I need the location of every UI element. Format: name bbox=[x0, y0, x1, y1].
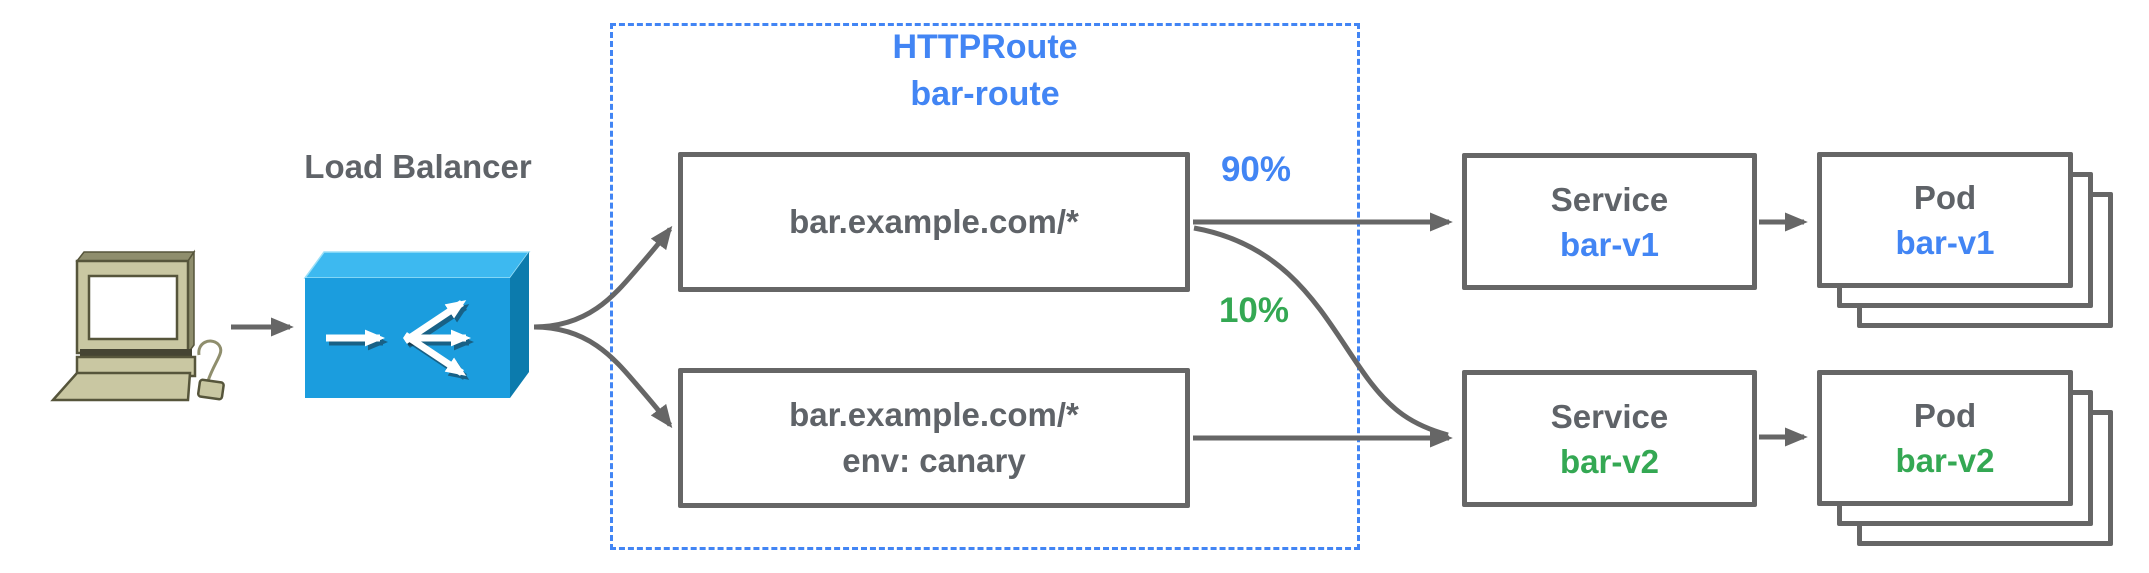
pod-kind-label: Pod bbox=[1913, 397, 1977, 434]
load-balancer-icon bbox=[303, 251, 531, 398]
httproute-group-title: HTTPRoute bar-route bbox=[610, 24, 1360, 118]
lb-side-face bbox=[510, 252, 529, 398]
pod-kind-label: Pod bbox=[1913, 179, 1977, 216]
weight-label-10: 10% bbox=[1218, 291, 1290, 330]
arrow-lb-to-rule1 bbox=[533, 225, 673, 330]
route-rule-2-box: bar.example.com/* env: canary bbox=[678, 368, 1190, 508]
arrow-lb-to-rule2 bbox=[533, 324, 673, 429]
pod-name-label: bar-v1 bbox=[1895, 224, 1995, 261]
monitor-shadow-band bbox=[80, 349, 192, 357]
load-balancer-label: Load Balancer bbox=[304, 148, 532, 185]
monitor-screen bbox=[87, 274, 179, 341]
route-rule-1-box: bar.example.com/* bbox=[678, 152, 1190, 292]
keyboard bbox=[50, 371, 192, 402]
service-bar-v2-box: Service bar-v2 bbox=[1462, 370, 1757, 507]
mouse bbox=[197, 378, 225, 401]
pod-name-label: bar-v2 bbox=[1895, 442, 1995, 479]
service-name-label: bar-v2 bbox=[1559, 442, 1660, 480]
lb-top-face bbox=[303, 251, 531, 279]
httproute-name-line: bar-route bbox=[910, 75, 1060, 113]
curve-rule1-to-service2 bbox=[1193, 225, 1449, 438]
lb-fanout-arrows bbox=[326, 300, 472, 376]
service-bar-v1-box: Service bar-v1 bbox=[1462, 153, 1757, 290]
service-kind-label: Service bbox=[1550, 397, 1669, 435]
mouse-cable bbox=[197, 339, 223, 382]
client-computer-icon bbox=[50, 249, 225, 402]
service-kind-label: Service bbox=[1550, 180, 1669, 218]
httproute-title-line: HTTPRoute bbox=[892, 28, 1078, 66]
route-rule-2-match: bar.example.com/* bbox=[789, 396, 1079, 433]
service-name-label: bar-v1 bbox=[1559, 225, 1660, 263]
pod-bar-v2-box: Pod bar-v2 bbox=[1817, 370, 2073, 506]
route-rule-2-header-match: env: canary bbox=[842, 442, 1026, 479]
pod-bar-v1-box: Pod bar-v1 bbox=[1817, 152, 2073, 288]
route-rule-1-match: bar.example.com/* bbox=[789, 203, 1079, 240]
httproute-group-box bbox=[610, 23, 1360, 550]
monitor-top-face bbox=[75, 251, 196, 262]
weight-label-90: 90% bbox=[1220, 150, 1292, 189]
